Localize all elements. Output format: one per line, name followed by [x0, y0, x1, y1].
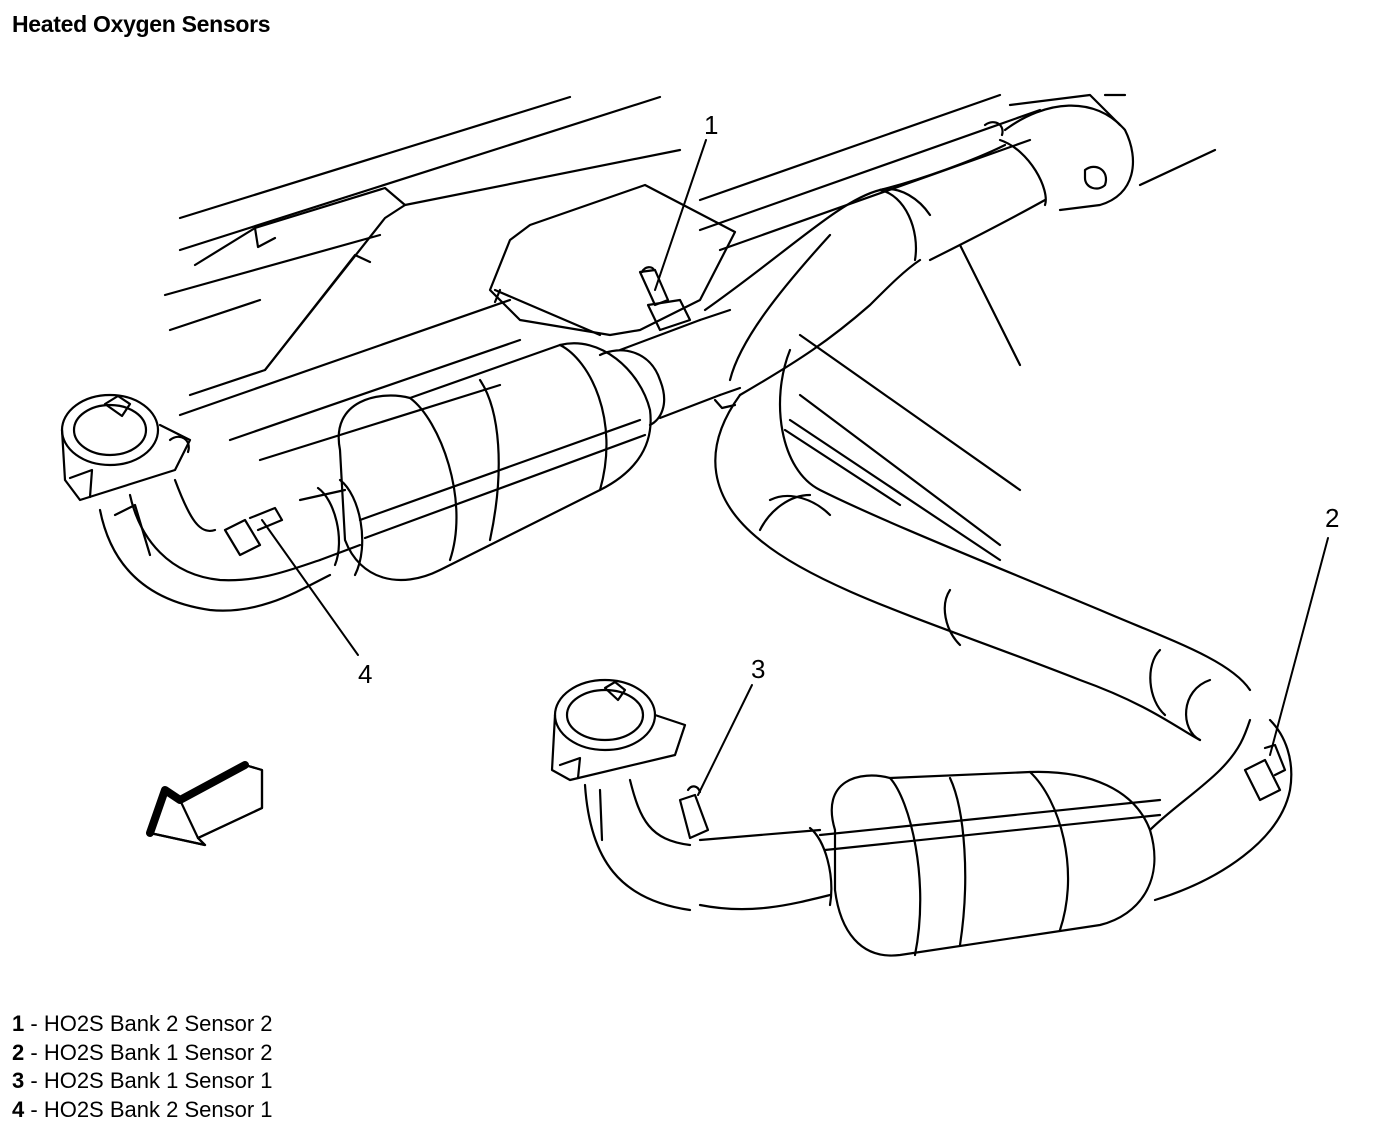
legend-number: 4 — [12, 1097, 25, 1123]
legend-text: HO2S Bank 2 Sensor 2 — [43, 1011, 273, 1036]
leader-line-3 — [697, 684, 753, 796]
y-pipe-crossover — [703, 93, 1252, 742]
exhaust-system-diagram: 1 2 3 4 — [60, 93, 1339, 957]
callout-leaders — [261, 139, 1329, 796]
legend-item: 1 - HO2S Bank 2 Sensor 2 — [12, 1010, 273, 1039]
callout-label-2: 2 — [1325, 503, 1339, 533]
callout-label-3: 3 — [751, 654, 765, 684]
legend-item: 4 - HO2S Bank 2 Sensor 1 — [12, 1096, 273, 1125]
leader-line-1 — [654, 139, 707, 291]
legend-number: 3 — [12, 1068, 25, 1094]
legend-item: 2 - HO2S Bank 1 Sensor 2 — [12, 1039, 273, 1068]
leader-line-4 — [261, 519, 359, 656]
legend-number: 1 — [12, 1011, 25, 1036]
legend-text: HO2S Bank 1 Sensor 1 — [43, 1068, 273, 1094]
legend-separator: - — [24, 1068, 44, 1094]
upper-exhaust-manifold-flange — [60, 393, 332, 612]
legend-separator: - — [24, 1097, 44, 1123]
legend-text: HO2S Bank 2 Sensor 1 — [43, 1097, 273, 1123]
callout-label-4: 4 — [358, 659, 372, 689]
leader-line-2 — [1269, 537, 1329, 756]
sensor-legend: 1 - HO2S Bank 2 Sensor 2 2 - HO2S Bank 1… — [12, 1010, 273, 1125]
legend-text: HO2S Bank 1 Sensor 2 — [43, 1039, 273, 1065]
lower-exhaust-manifold-flange — [550, 678, 710, 912]
legend-separator: - — [24, 1039, 44, 1065]
front-of-vehicle-arrow-icon — [146, 761, 264, 847]
legend-separator: - — [24, 1011, 44, 1036]
lower-catalytic-converter — [698, 718, 1293, 957]
legend-number: 2 — [12, 1039, 25, 1065]
upper-catalytic-converter — [298, 183, 742, 582]
diagram-title: Heated Oxygen Sensors — [12, 11, 271, 37]
legend-item: 3 - HO2S Bank 1 Sensor 1 — [12, 1067, 273, 1096]
vehicle-underbody — [163, 93, 1217, 562]
callout-label-1: 1 — [704, 110, 718, 140]
